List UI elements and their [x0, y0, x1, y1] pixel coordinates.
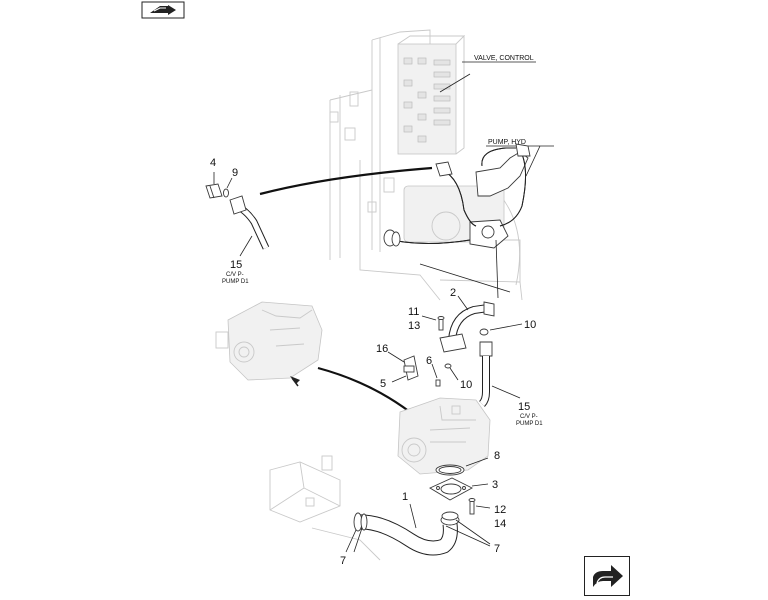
callout-3: 3 [492, 479, 498, 491]
part-3-flange: 3 [429, 477, 498, 501]
ref-15-lower-line1: C/V P- [520, 414, 538, 420]
arrow-forward-icon [593, 565, 623, 587]
callout-10-upper: 10 [524, 319, 536, 331]
ref-15-upper-line1: C/V P- [226, 272, 244, 278]
upper-pump-assembly [383, 143, 531, 299]
part-6-pin: 6 [426, 355, 441, 387]
control-valve-block [397, 34, 471, 155]
callout-5: 5 [380, 378, 386, 390]
part-7-clamps: 7 7 [340, 519, 500, 567]
part-11-bolt: 11 13 [408, 306, 445, 332]
callout-7-right: 7 [494, 543, 500, 555]
callout-4: 4 [210, 157, 216, 169]
callout-12: 12 [494, 504, 506, 516]
part-15-hose-lower: 15 C/V P- PUMP D1 [479, 341, 543, 427]
lower-frame-ghost [269, 455, 381, 561]
part-10-oring-lower: 10 [444, 363, 472, 391]
callout-9: 9 [232, 167, 238, 179]
part-15-hose-upper: 15 C/V P- PUMP D1 [222, 195, 270, 285]
callout-1: 1 [402, 491, 408, 503]
part-1-suction-tube: 1 [353, 491, 460, 556]
part-10-oring-upper: 10 [479, 319, 536, 336]
callout-15-upper: 15 [230, 259, 242, 271]
main-pump-ghost [397, 397, 491, 475]
pump-hyd-text: PUMP, HYD [488, 139, 526, 146]
pointer-arrow-icon [290, 376, 300, 387]
part-8-oring: 8 [435, 450, 500, 476]
callout-15-lower: 15 [518, 401, 530, 413]
callout-2: 2 [450, 287, 456, 299]
callout-11: 11 [408, 306, 419, 318]
callout-8: 8 [494, 450, 500, 462]
callout-14: 14 [494, 518, 506, 530]
arrow-back-icon [150, 5, 176, 15]
reference-pump-ghost [215, 301, 323, 387]
callout-13: 13 [408, 320, 420, 332]
callout-10-lower: 10 [460, 379, 472, 391]
leader-curve-upper [259, 166, 433, 196]
part-16-sensor: 16 5 [376, 343, 419, 390]
leader-curve-lower [317, 366, 411, 413]
prev-page-button[interactable] [141, 1, 185, 19]
part-2-tube: 2 [439, 287, 495, 353]
callout-7-left: 7 [340, 555, 346, 567]
valve-control-text: VALVE, CONTROL [474, 55, 534, 62]
valve-control-label: VALVE, CONTROL [462, 55, 536, 63]
next-page-button[interactable] [584, 556, 630, 596]
part-4-fitting: 4 [205, 157, 223, 199]
ref-15-lower-line2: PUMP D1 [516, 421, 543, 427]
ref-15-upper-line2: PUMP D1 [222, 279, 249, 285]
part-9-oring: 9 [223, 167, 238, 198]
callout-16: 16 [376, 343, 388, 355]
part-12-screw: 12 14 [468, 498, 506, 530]
callout-6: 6 [426, 355, 432, 367]
